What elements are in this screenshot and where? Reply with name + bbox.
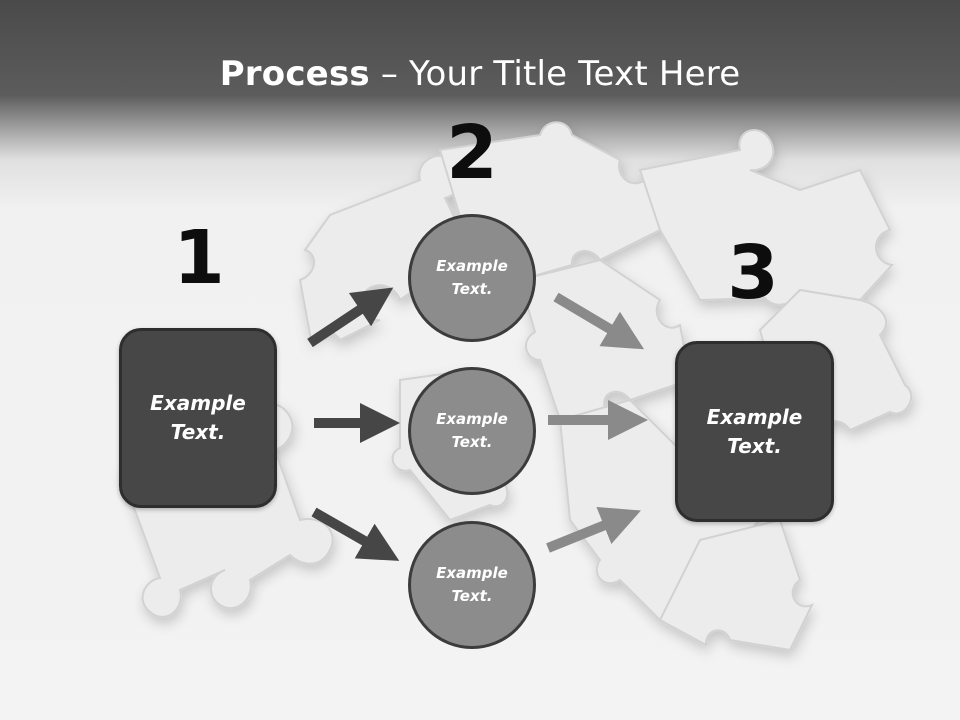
- circle-top-line2: Text.: [451, 280, 493, 298]
- puzzle-piece: [658, 518, 815, 652]
- right-box-line1: Example: [706, 404, 803, 429]
- circle-bottom: Example Text.: [408, 521, 536, 649]
- title-bold: Process: [219, 54, 370, 94]
- step-number-3: 3: [727, 230, 779, 316]
- arrow-from-top: [553, 292, 645, 350]
- circle-middle: Example Text.: [408, 367, 536, 495]
- right-process-box: Example Text.: [675, 341, 834, 522]
- arrow-from-bottom: [546, 506, 641, 553]
- slide-title: Process – Your Title Text Here: [0, 52, 960, 96]
- circle-top: Example Text.: [408, 214, 536, 342]
- circle-bottom-line2: Text.: [451, 587, 493, 605]
- left-process-box: Example Text.: [119, 328, 277, 508]
- step-number-2: 2: [446, 110, 498, 196]
- circle-bottom-line1: Example: [436, 564, 508, 582]
- left-box-line2: Text.: [170, 420, 226, 444]
- step-number-1: 1: [173, 215, 225, 301]
- circle-top-line1: Example: [436, 257, 508, 275]
- circle-middle-line1: Example: [436, 410, 508, 428]
- arrow-to-top: [307, 287, 394, 348]
- title-rest: – Your Title Text Here: [369, 54, 741, 94]
- right-box-line2: Text.: [727, 433, 782, 458]
- left-box-line1: Example: [150, 391, 246, 415]
- arrow-to-bottom: [311, 507, 400, 561]
- circle-middle-line2: Text.: [451, 433, 493, 451]
